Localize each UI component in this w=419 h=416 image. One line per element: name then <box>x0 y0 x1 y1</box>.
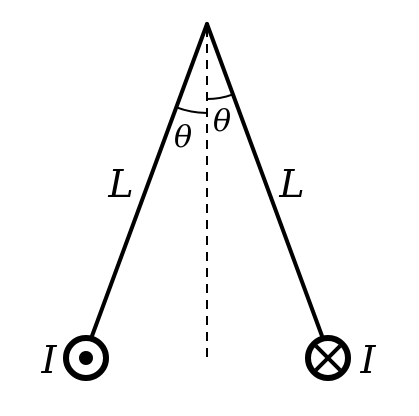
right-string <box>205 22 324 338</box>
left-current-label: I <box>40 338 57 382</box>
left-string <box>90 22 209 338</box>
left-length-label: L <box>107 162 133 206</box>
wire-current-into-page-icon <box>305 335 351 381</box>
right-angle-arc <box>206 93 234 101</box>
left-angle-arc <box>175 106 208 114</box>
left-angle-label: θ <box>174 120 192 155</box>
right-angle-label: θ <box>213 104 231 139</box>
wire-current-out-of-page-icon <box>63 335 109 381</box>
right-length-label: L <box>278 162 304 206</box>
right-current-label: I <box>359 338 376 382</box>
